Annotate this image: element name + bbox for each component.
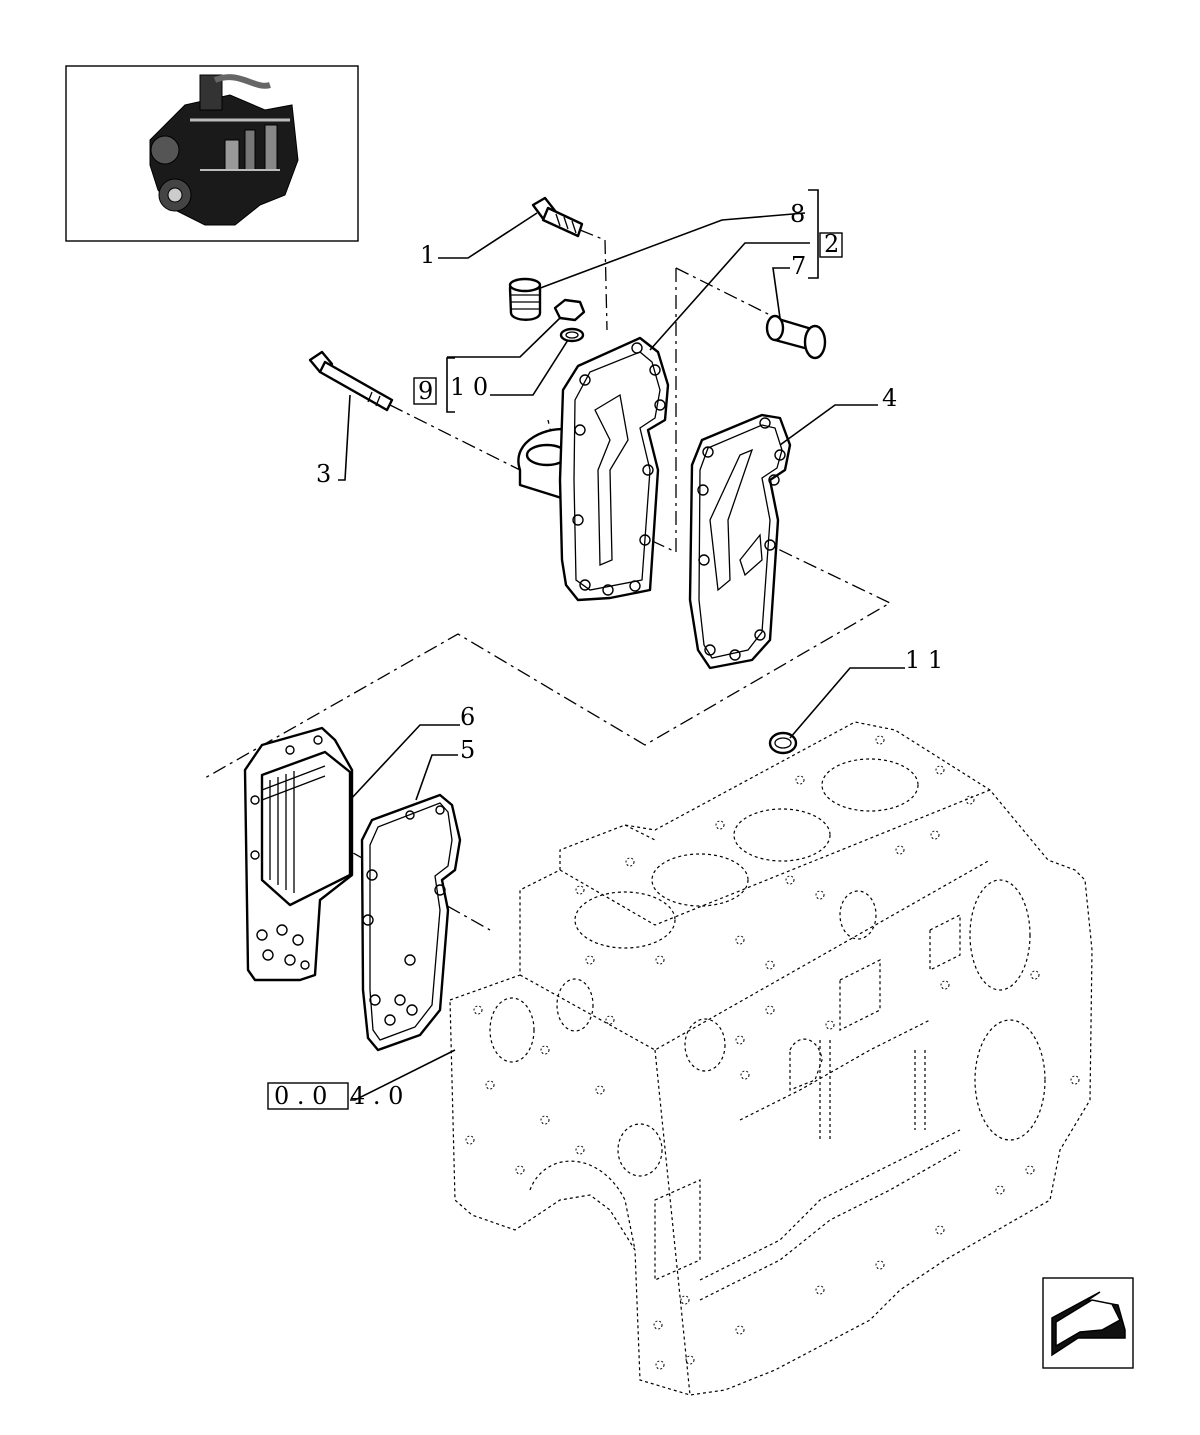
part-bolt-upper bbox=[531, 196, 584, 238]
callout-2-box bbox=[819, 232, 843, 258]
part-sleeve bbox=[765, 314, 827, 360]
part-bolt-long bbox=[308, 350, 394, 412]
callout-8: 8 bbox=[790, 200, 805, 228]
part-filter-head bbox=[517, 336, 670, 602]
leader-lines bbox=[338, 212, 905, 1101]
callout-9: 9 bbox=[418, 377, 433, 405]
callout-5: 5 bbox=[460, 736, 475, 764]
callout-9-box bbox=[413, 377, 437, 405]
part-oil-cooler bbox=[243, 726, 354, 982]
part-plug bbox=[508, 277, 542, 321]
engine-thumbnail-icon bbox=[65, 65, 359, 242]
callout-1: 1 bbox=[420, 241, 435, 269]
engine-block bbox=[449, 721, 1093, 1396]
callout-10: 1 0 bbox=[450, 373, 488, 401]
callout-3: 3 bbox=[316, 460, 331, 488]
next-page-arrow-icon[interactable] bbox=[1042, 1277, 1134, 1369]
reference-rest-text: 4 . 0 bbox=[350, 1082, 403, 1110]
callout-11: 1 1 bbox=[905, 646, 943, 674]
callout-4: 4 bbox=[882, 384, 897, 412]
part-gasket-lower bbox=[360, 793, 462, 1052]
callout-brackets bbox=[446, 189, 819, 413]
part-o-ring-large bbox=[768, 731, 798, 755]
reference-box bbox=[267, 1082, 349, 1110]
callout-2: 2 bbox=[824, 230, 839, 258]
part-o-ring-small bbox=[559, 327, 585, 343]
part-gasket-upper bbox=[688, 413, 792, 670]
callout-6: 6 bbox=[460, 703, 475, 731]
callout-7: 7 bbox=[791, 252, 806, 280]
part-hex-cap bbox=[553, 298, 586, 322]
reference-boxed-text: 0 . 0 bbox=[274, 1082, 327, 1110]
